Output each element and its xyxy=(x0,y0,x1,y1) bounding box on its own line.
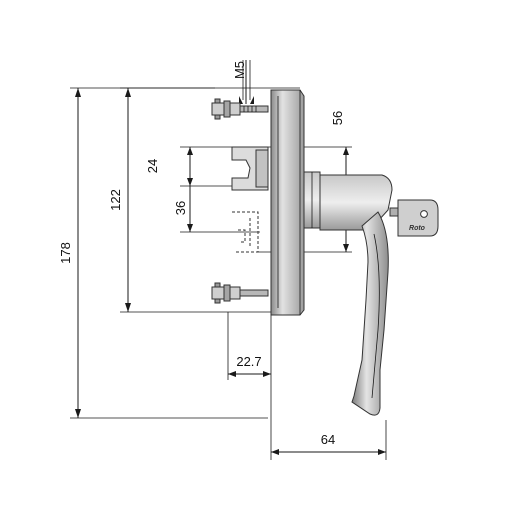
base-plate xyxy=(270,89,305,316)
bottom-screw xyxy=(211,282,269,304)
key-brand-logo: Roto xyxy=(409,225,426,232)
dim-spindle-spacing: 36 xyxy=(173,201,188,215)
key-hole-icon xyxy=(420,210,428,218)
dim-slot-width: 24 xyxy=(145,159,160,173)
top-screw xyxy=(211,98,269,120)
dim-mount-spacing: 122 xyxy=(108,189,123,211)
dim-base-depth: 22.7 xyxy=(236,354,261,369)
lock-key: Roto xyxy=(389,199,439,237)
dimension-labels: 178 122 24 36 56 M5 22.7 64 xyxy=(58,61,345,447)
hidden-spindle xyxy=(232,211,259,253)
dim-handle-offset: 56 xyxy=(330,111,345,125)
dim-overall-height: 178 xyxy=(58,242,73,264)
lever-handle xyxy=(351,211,389,416)
dim-thread: M5 xyxy=(232,61,247,79)
dim-projection: 64 xyxy=(321,432,335,447)
rosette-boss xyxy=(303,171,321,229)
spindle-slot xyxy=(231,146,269,191)
